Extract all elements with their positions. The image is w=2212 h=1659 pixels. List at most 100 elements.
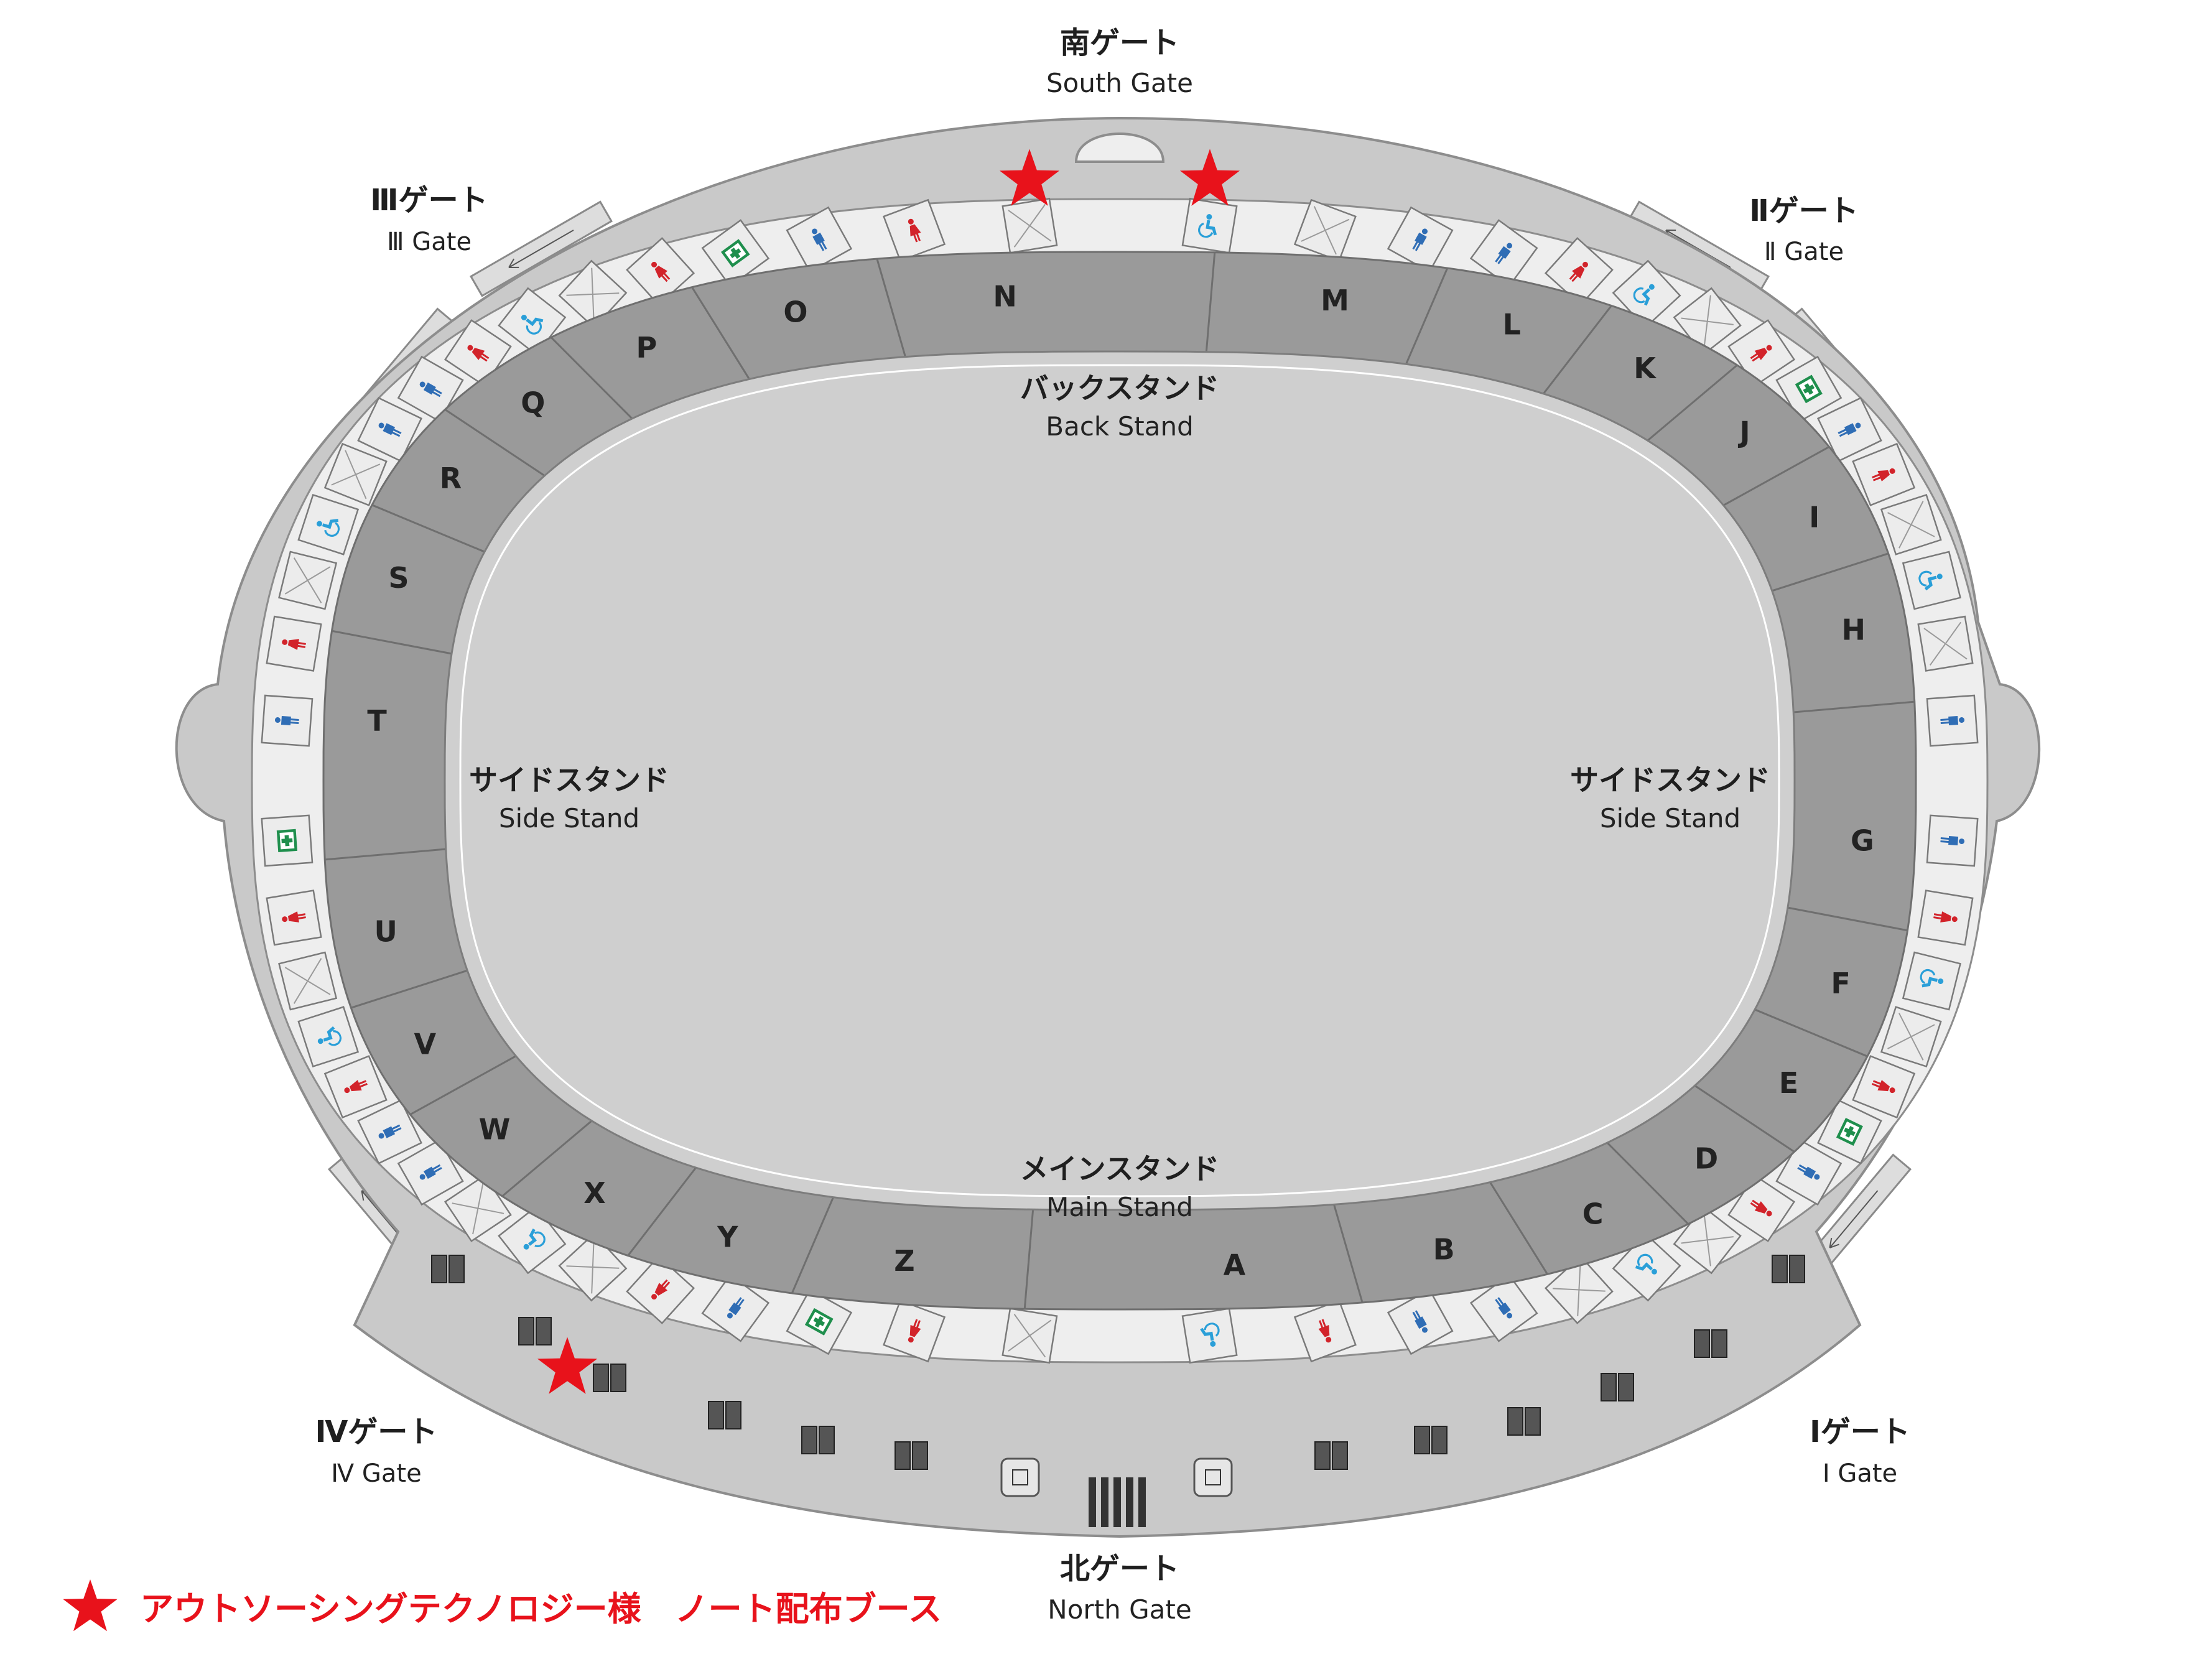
facility-box	[558, 259, 628, 329]
section-divider	[691, 286, 750, 380]
facility-box	[1880, 1006, 1942, 1068]
facility-box	[1469, 1274, 1538, 1342]
facility-box	[278, 551, 338, 610]
main-stand-label: メインスタンド	[1020, 1152, 1219, 1186]
facility-box	[1852, 1055, 1916, 1119]
facility-box	[883, 1299, 946, 1363]
section-label-r: R	[440, 462, 462, 495]
facility-box	[397, 1139, 464, 1206]
facility-box	[357, 1099, 422, 1164]
side-stand-left-label-en: Side Stand	[499, 803, 639, 834]
facility-box	[1001, 197, 1058, 254]
section-dividers	[325, 252, 1915, 1309]
kiosk-booth	[1601, 1373, 1634, 1401]
gate-3-label-en: Ⅲ Gate	[387, 228, 472, 256]
south-gate-label-en: South Gate	[1046, 68, 1193, 98]
facility-box	[278, 951, 338, 1011]
gate-1-label-en: Ⅰ Gate	[1823, 1459, 1897, 1488]
gate-3-label: Ⅲゲート	[370, 183, 488, 218]
facility-box	[1926, 694, 1979, 747]
back-stand-label: バックスタンド	[1020, 371, 1220, 405]
facility-box	[323, 1055, 388, 1119]
facility-box	[261, 814, 314, 867]
facility-box	[261, 694, 314, 747]
section-divider	[1205, 252, 1216, 352]
section-label-f: F	[1831, 967, 1850, 1000]
section-label-v: V	[414, 1028, 436, 1061]
side-stand-right-label-en: Side Stand	[1600, 803, 1740, 834]
section-label-m: M	[1321, 284, 1349, 317]
facility-box	[1880, 493, 1942, 555]
elevator-icon	[1000, 1457, 1040, 1497]
facility-box	[1544, 237, 1614, 306]
kiosk-booth	[1694, 1329, 1727, 1358]
section-divider	[409, 1055, 517, 1116]
first-aid-room-icon	[276, 829, 298, 853]
facility-box	[1817, 397, 1882, 462]
field	[444, 350, 1796, 1211]
section-label-j: J	[1737, 416, 1750, 449]
facility-box	[266, 615, 322, 672]
section-label-z: Z	[894, 1244, 914, 1278]
facility-box	[297, 493, 360, 555]
gate-tab	[470, 200, 613, 297]
facility-box	[1817, 1099, 1882, 1164]
facility-box	[626, 237, 695, 306]
facility-box	[1902, 551, 1961, 610]
section-divider	[332, 630, 452, 655]
section-divider	[1754, 1008, 1868, 1057]
facility-box	[1544, 1255, 1614, 1324]
section-label-c: C	[1582, 1197, 1604, 1230]
section-divider	[1647, 364, 1738, 442]
section-divider	[791, 1197, 834, 1294]
facility-box	[558, 1232, 628, 1302]
plaza-items	[431, 1255, 1805, 1527]
section-divider	[501, 1120, 593, 1197]
kiosk-booth	[895, 1441, 928, 1470]
facility-box	[266, 890, 322, 946]
kiosk-booth	[1772, 1255, 1805, 1283]
facility-box	[1926, 814, 1979, 867]
facility-box	[1293, 1299, 1357, 1363]
section-label-w: W	[479, 1112, 511, 1146]
section-label-b: B	[1433, 1232, 1455, 1266]
main-stand-label-en: Main Stand	[1046, 1192, 1193, 1222]
section-divider	[1543, 305, 1612, 394]
kiosk-booth	[801, 1426, 835, 1454]
facility-box	[1293, 198, 1357, 262]
gate-4-label-en: Ⅳ Gate	[331, 1459, 421, 1488]
section-label-s: S	[388, 561, 409, 595]
section-label-q: Q	[521, 386, 545, 419]
inner-rail	[459, 364, 1780, 1197]
facility-box	[1775, 355, 1843, 422]
facility-box	[397, 355, 464, 422]
north-gate-label: 北ゲート	[1060, 1551, 1179, 1586]
facility-box	[1387, 1288, 1454, 1355]
back-stand-label-en: Back Stand	[1046, 411, 1193, 442]
section-label-p: P	[636, 331, 657, 365]
section-label-h: H	[1842, 613, 1866, 646]
side-stand-right-label: サイドスタンド	[1570, 763, 1770, 797]
section-label-d: D	[1694, 1142, 1718, 1176]
section-label-o: O	[783, 295, 807, 329]
legend-label: アウトソーシングテクノロジー様 ノート配布ブース	[140, 1589, 942, 1629]
facility-box	[1387, 206, 1454, 273]
gate-2-label: Ⅱゲート	[1749, 193, 1859, 228]
section-divider	[627, 1167, 697, 1257]
facility-box	[1001, 1308, 1058, 1364]
section-divider	[1023, 1209, 1034, 1309]
elevator-icon	[1193, 1457, 1233, 1497]
section-divider	[1793, 700, 1915, 713]
kiosk-booth	[708, 1401, 741, 1429]
section-divider	[350, 969, 468, 1009]
section-divider	[444, 409, 546, 476]
facility-box	[1469, 219, 1538, 287]
gate-2-label-en: Ⅱ Gate	[1764, 238, 1844, 266]
facility-box	[1181, 197, 1238, 254]
facility-box	[786, 206, 853, 273]
section-divider	[1333, 1204, 1364, 1303]
facility-box	[626, 1255, 695, 1324]
kiosk-booth	[1507, 1407, 1541, 1436]
